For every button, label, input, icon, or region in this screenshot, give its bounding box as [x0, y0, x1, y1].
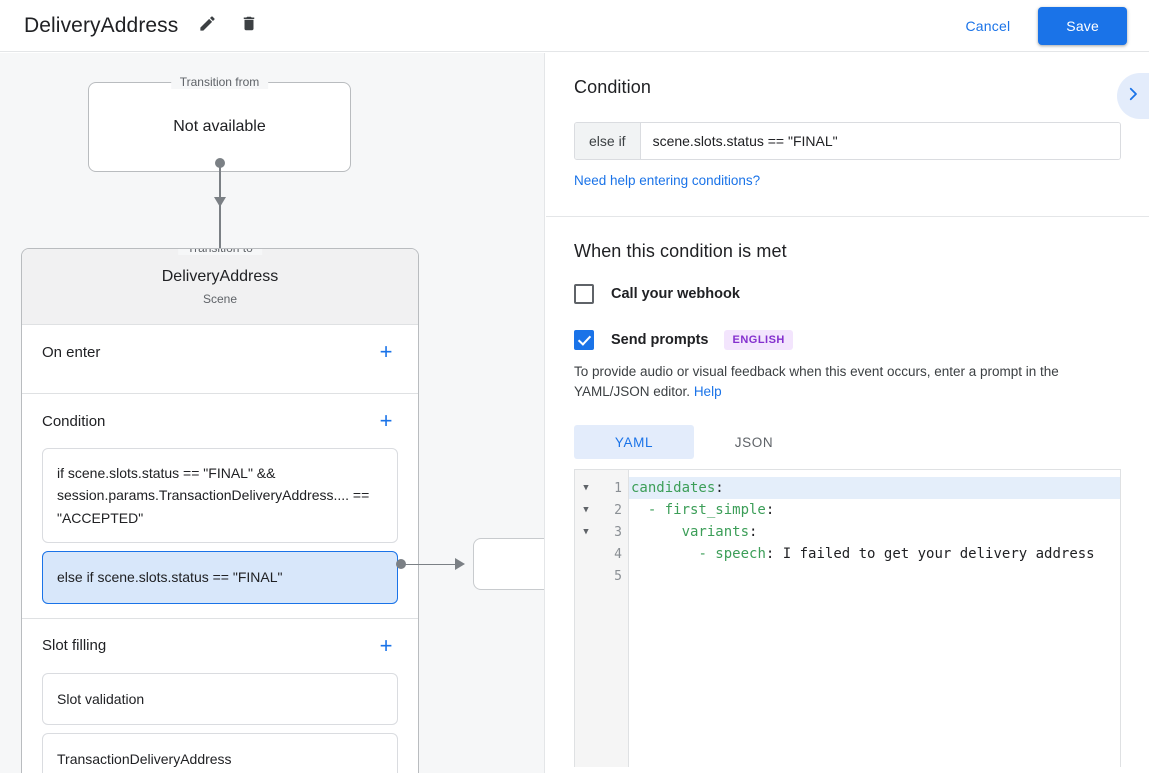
editor-line-number: 5 — [614, 568, 622, 584]
webhook-row[interactable]: Call your webhook — [574, 284, 1121, 304]
section-header-condition: Condition + — [42, 394, 398, 448]
editor-gutter-line: ▼3 — [575, 521, 628, 543]
prompt-help-link[interactable]: Help — [693, 383, 722, 399]
condition-item[interactable]: if scene.slots.status == "FINAL" && sess… — [42, 448, 398, 544]
section-condition: Condition + if scene.slots.status == "FI… — [22, 394, 418, 619]
editor-line-number: 4 — [614, 546, 622, 562]
send-prompts-row[interactable]: Send prompts ENGLISH — [574, 330, 1121, 350]
panel-section-when-met: When this condition is met Call your web… — [546, 217, 1149, 773]
section-title-on-enter: On enter — [42, 343, 101, 361]
condition-help-link[interactable]: Need help entering conditions? — [574, 173, 761, 188]
editor-indent — [631, 524, 682, 540]
editor-code-line[interactable]: candidates: — [629, 477, 1121, 500]
save-button[interactable]: Save — [1038, 6, 1127, 45]
editor-yaml-key: - speech — [698, 546, 766, 563]
condition-item-selected[interactable]: else if scene.slots.status == "FINAL" — [42, 551, 398, 604]
webhook-label: Call your webhook — [611, 286, 740, 302]
edit-name-button[interactable] — [192, 11, 222, 41]
slot-filling-item[interactable]: TransactionDeliveryAddress — [42, 732, 398, 773]
editor-indent — [631, 502, 648, 518]
prompt-hint-body: To provide audio or visual feedback when… — [574, 364, 1059, 399]
editor-yaml-colon: : — [765, 546, 775, 563]
section-header-on-enter: On enter + — [42, 325, 398, 379]
fold-triangle-icon[interactable]: ▼ — [583, 482, 589, 493]
condition-operator-prefix: else if — [575, 123, 641, 159]
add-condition-button[interactable]: + — [379, 408, 393, 433]
editor-yaml-key: candidates — [631, 480, 716, 497]
transition-to-node[interactable]: Transition to DeliveryAddress Scene On e… — [21, 248, 419, 773]
section-title-condition: Condition — [42, 412, 106, 430]
editor-indent — [631, 546, 698, 562]
editor-code-line[interactable]: variants: — [629, 521, 1121, 543]
editor-code-line[interactable] — [629, 565, 1121, 587]
add-slot-filling-button[interactable]: + — [379, 632, 393, 658]
editor-gutter-line: 5 — [575, 565, 628, 587]
connector-line-vertical — [219, 163, 221, 251]
editor-gutter-line: ▼1 — [575, 477, 628, 499]
transition-from-legend: Transition from — [170, 75, 269, 89]
section-header-slot-filling: Slot filling + — [42, 619, 398, 673]
editor-yaml-colon: : — [749, 524, 758, 541]
panel-section-condition: Condition else if scene.slots.status == … — [546, 53, 1149, 217]
add-on-enter-button[interactable]: + — [379, 339, 393, 364]
editor-yaml-colon: : — [765, 502, 775, 519]
editor-gutter-line: 4 — [575, 543, 628, 565]
transition-from-node[interactable]: Transition from Not available — [88, 75, 351, 172]
condition-expression-row[interactable]: else if scene.slots.status == "FINAL" — [574, 122, 1121, 160]
top-bar: DeliveryAddress Cancel Save — [0, 0, 1149, 52]
editor-yaml-key: - first_simple — [647, 502, 766, 519]
section-title-slot-filling: Slot filling — [42, 637, 107, 655]
condition-expression-input[interactable]: scene.slots.status == "FINAL" — [640, 123, 1120, 159]
details-panel: Condition else if scene.slots.status == … — [546, 53, 1149, 773]
connector-arrow-down-icon — [213, 197, 226, 207]
chevron-right-icon — [1124, 85, 1142, 108]
editor-format-tabs: YAML JSON — [574, 425, 1121, 460]
transition-to-legend: Transition to — [178, 249, 262, 255]
target-node-stub[interactable] — [473, 538, 544, 590]
editor-gutter-line: ▼2 — [575, 499, 628, 521]
editor-code-area[interactable]: candidates: - first_simple: variants: - … — [629, 470, 1121, 768]
fold-triangle-icon[interactable]: ▼ — [583, 504, 589, 515]
scene-header: DeliveryAddress Scene — [22, 249, 418, 325]
connector-arrow-right-icon — [455, 558, 465, 570]
editor-code-line[interactable]: - speech: I failed to get your delivery … — [629, 543, 1121, 565]
flow-canvas[interactable]: Transition from Not available Transition… — [0, 53, 545, 773]
section-slot-filling: Slot filling + Slot validation Transacti… — [22, 619, 418, 773]
cancel-button[interactable]: Cancel — [952, 9, 1025, 43]
editor-line-number: 2 — [614, 502, 622, 518]
webhook-checkbox[interactable] — [574, 284, 594, 304]
editor-right-border — [1120, 470, 1121, 768]
transition-from-value: Not available — [173, 118, 266, 135]
editor-yaml-key: variants — [681, 524, 750, 541]
delete-button[interactable] — [234, 11, 264, 41]
editor-code-line[interactable]: - first_simple: — [629, 499, 1121, 521]
send-prompts-label: Send prompts — [611, 332, 709, 348]
panel-title-when-met: When this condition is met — [574, 241, 787, 261]
page-title: DeliveryAddress — [24, 14, 179, 37]
tab-yaml[interactable]: YAML — [574, 425, 694, 460]
panel-title-condition: Condition — [574, 77, 651, 97]
expand-panel-button[interactable] — [1117, 73, 1149, 119]
send-prompts-checkbox[interactable] — [574, 330, 594, 350]
editor-line-number: 1 — [614, 480, 622, 496]
section-on-enter: On enter + — [22, 325, 418, 394]
editor-yaml-value: I failed to get your delivery address — [774, 546, 1095, 563]
slot-filling-item[interactable]: Slot validation — [42, 672, 398, 725]
editor-line-number: 3 — [614, 524, 622, 540]
fold-triangle-icon[interactable]: ▼ — [583, 526, 589, 537]
pencil-icon — [198, 14, 217, 38]
prompt-hint-text: To provide audio or visual feedback when… — [574, 362, 1121, 401]
language-badge: ENGLISH — [724, 330, 793, 350]
scene-name: DeliveryAddress — [161, 267, 279, 285]
trash-icon — [240, 14, 258, 38]
tab-json[interactable]: JSON — [734, 434, 774, 450]
connector-line-horizontal — [401, 563, 463, 565]
editor-yaml-colon: : — [715, 480, 724, 497]
scene-type: Scene — [202, 291, 238, 306]
